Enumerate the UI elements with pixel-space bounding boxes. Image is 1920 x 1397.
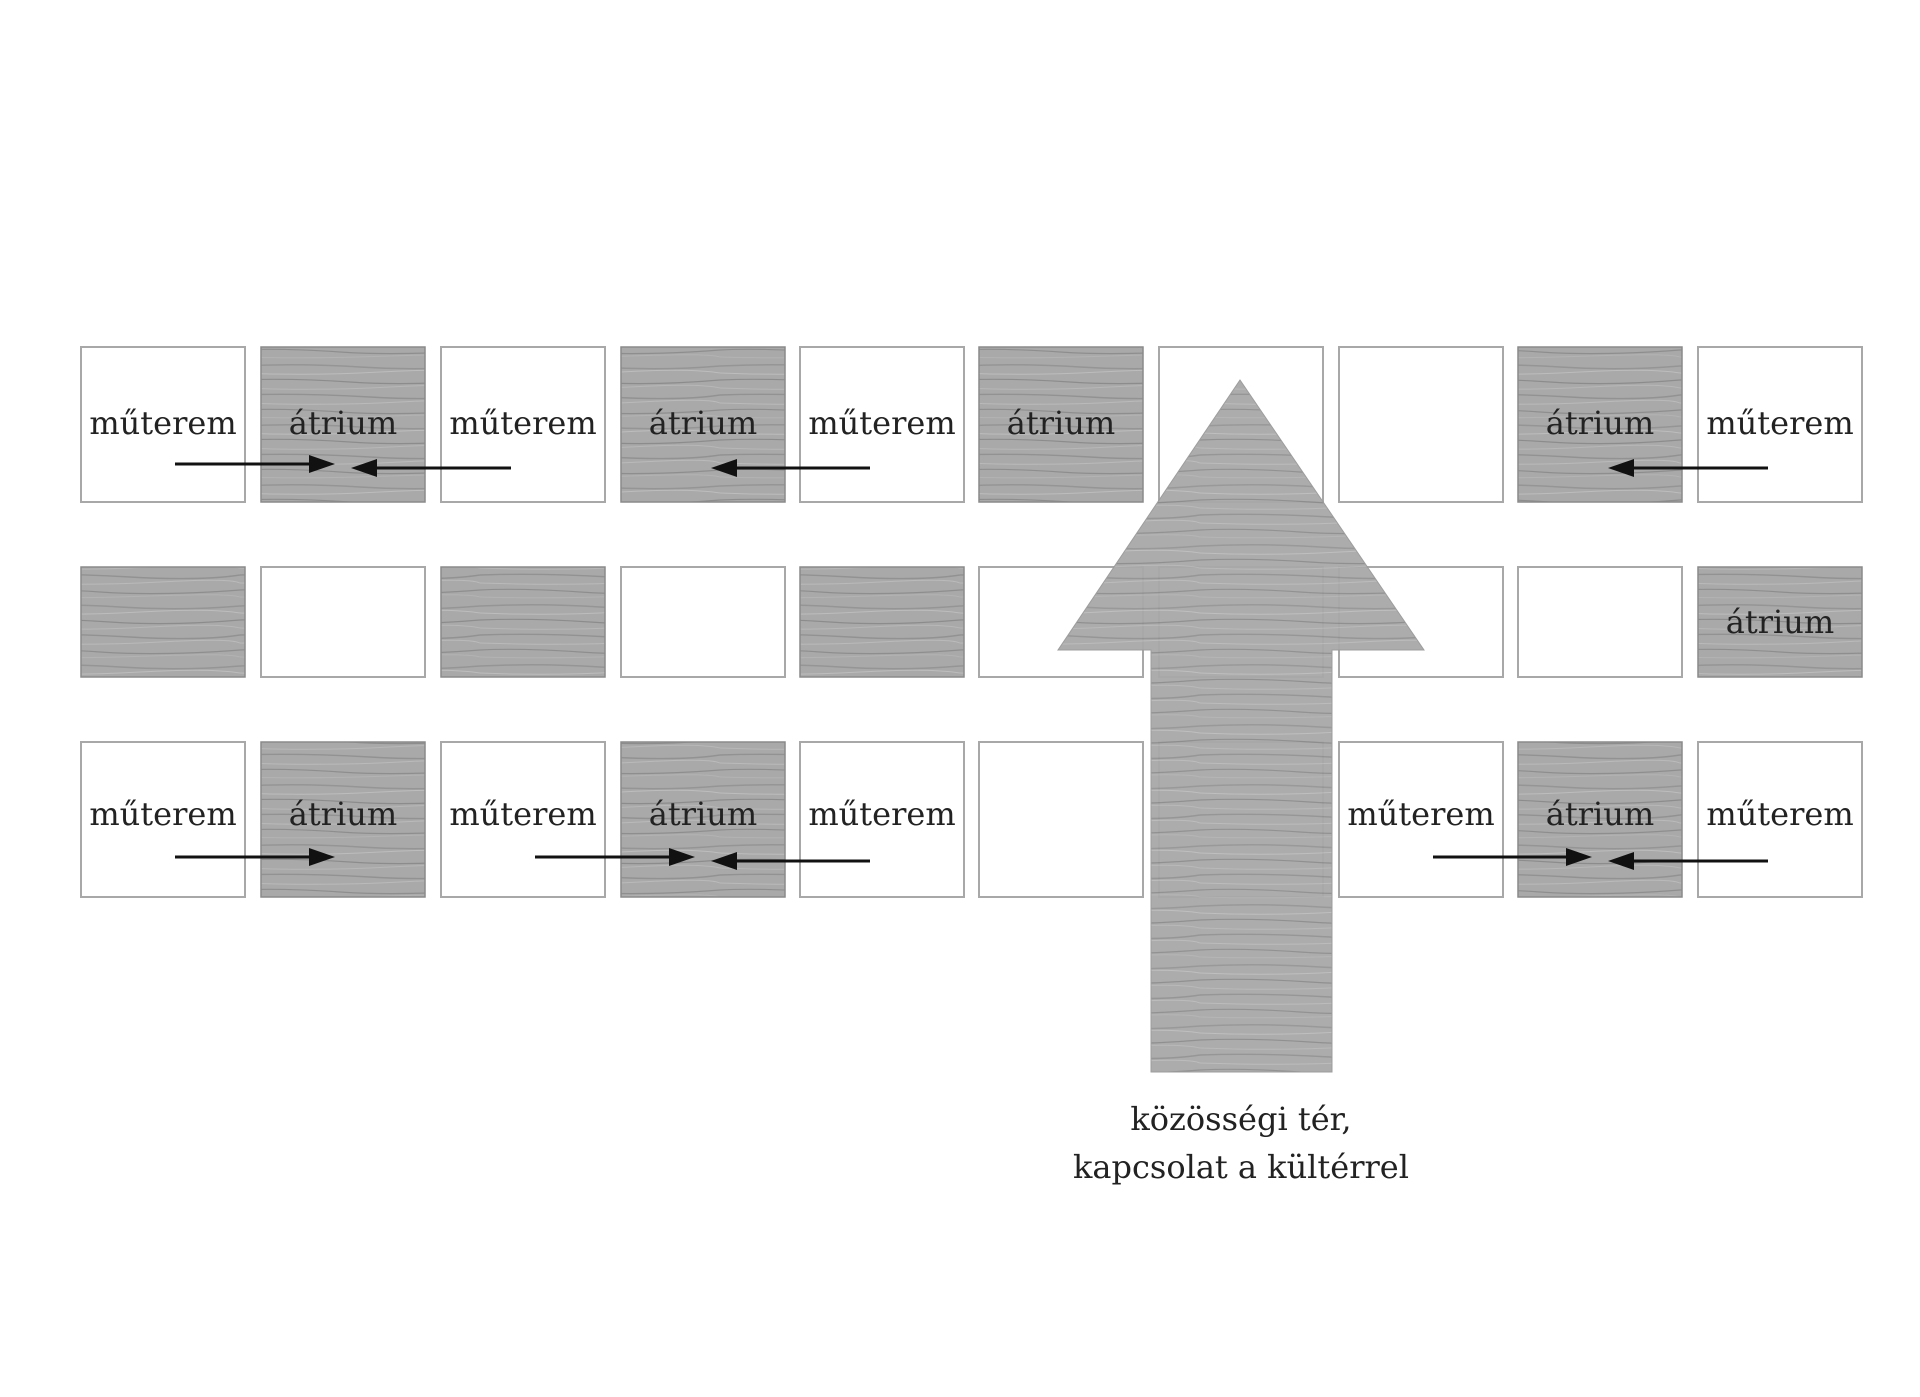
- atrium-cell: [799, 566, 965, 678]
- flow-arrow-head: [351, 459, 377, 477]
- studio-cell: [1697, 741, 1863, 898]
- atrium-cell: [978, 346, 1144, 503]
- atrium-label: átrium: [1726, 603, 1834, 641]
- flow-arrow: [175, 848, 335, 866]
- community-space-arrow: [1057, 379, 1425, 1073]
- atrium-cell: [1517, 346, 1683, 503]
- studio-cell: [799, 741, 965, 898]
- atrium-cell: [620, 741, 786, 898]
- flow-arrow: [1608, 459, 1768, 477]
- atrium-label: átrium: [1007, 404, 1115, 442]
- flow-arrow: [351, 459, 511, 477]
- studio-cell: [80, 741, 246, 898]
- atrium-cell: [1517, 741, 1683, 898]
- studio-cell: [799, 346, 965, 503]
- flow-arrow-head: [1608, 852, 1634, 870]
- studio-cell: [1338, 346, 1504, 503]
- studio-label: műterem: [1706, 404, 1853, 442]
- flow-arrow-head: [1566, 848, 1592, 866]
- studio-cell: [260, 566, 426, 678]
- studio-label: műterem: [808, 404, 955, 442]
- atrium-cell: [80, 566, 246, 678]
- flow-arrow: [711, 459, 870, 477]
- community-space-caption: közösségi tér, kapcsolat a kültérrel: [1073, 1100, 1409, 1186]
- atrium-label: átrium: [649, 404, 757, 442]
- studio-label: műterem: [449, 795, 596, 833]
- atrium-cell: [260, 741, 426, 898]
- atrium-cell: [440, 566, 606, 678]
- atrium-label: átrium: [649, 795, 757, 833]
- flow-arrow-head: [309, 848, 335, 866]
- flow-arrow-head: [1608, 459, 1634, 477]
- flow-arrows: [175, 455, 1768, 870]
- studio-cell: [1338, 741, 1504, 898]
- room-grid: műterem átrium műterem átrium műterem átrium á…: [80, 346, 1863, 898]
- flow-arrow: [1433, 848, 1592, 866]
- atrium-label: átrium: [1546, 404, 1654, 442]
- atrium-cell: [620, 346, 786, 503]
- flow-arrow: [1608, 852, 1768, 870]
- flow-arrow-head: [669, 848, 695, 866]
- studio-cell: [1517, 566, 1683, 678]
- atrium-cell: [260, 346, 426, 503]
- studio-label: műterem: [89, 795, 236, 833]
- flow-arrow: [175, 455, 335, 473]
- studio-label: műterem: [1347, 795, 1494, 833]
- atrium-label: átrium: [289, 404, 397, 442]
- studio-cell: [620, 566, 786, 678]
- studio-cell: [1697, 346, 1863, 503]
- studio-label: műterem: [449, 404, 596, 442]
- studio-cell: [440, 346, 606, 503]
- caption-line-1: közösségi tér,: [1130, 1100, 1351, 1138]
- flow-arrow-head: [711, 459, 737, 477]
- studio-cell: [80, 346, 246, 503]
- atrium-cell: [1697, 566, 1863, 678]
- studio-label: műterem: [1706, 795, 1853, 833]
- atrium-label: átrium: [1546, 795, 1654, 833]
- studio-label: műterem: [89, 404, 236, 442]
- flow-arrow: [535, 848, 695, 866]
- flow-arrow-head: [309, 455, 335, 473]
- atrium-label: átrium: [289, 795, 397, 833]
- studio-cell: [978, 741, 1144, 898]
- flow-arrow-head: [711, 852, 737, 870]
- studio-cell: [440, 741, 606, 898]
- caption-line-2: kapcsolat a kültérrel: [1073, 1148, 1409, 1186]
- flow-arrow: [711, 852, 870, 870]
- studio-label: műterem: [808, 795, 955, 833]
